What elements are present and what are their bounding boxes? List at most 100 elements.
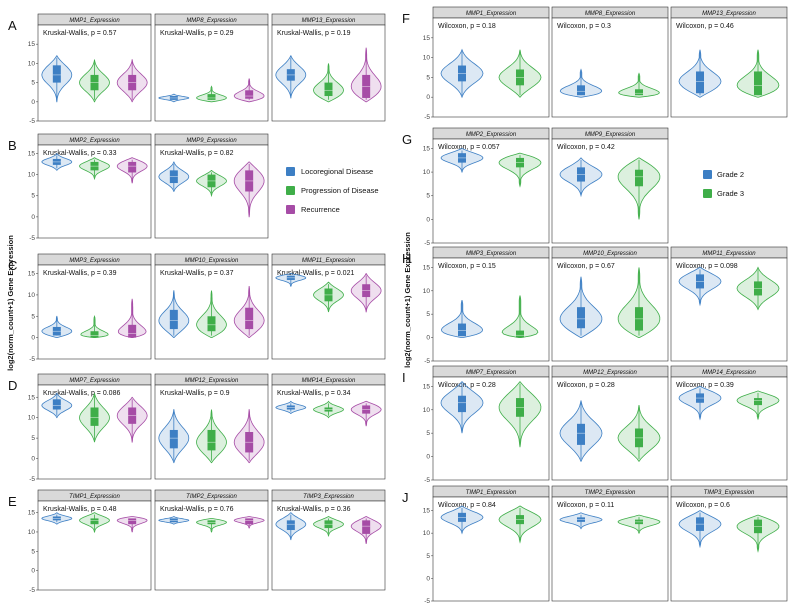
box-iqr: [169, 309, 178, 330]
facet-plot-area: [551, 376, 669, 481]
y-tick-label: 0: [31, 214, 35, 221]
y-tick-label: -5: [29, 356, 35, 363]
facet-title: MMP2_Expression: [69, 138, 120, 144]
facet-title: MMP3_Expression: [69, 258, 120, 264]
panel-e: E-5051015TIMP1_ExpressionKruskal-Wallis,…: [8, 489, 386, 594]
box-iqr: [90, 407, 99, 426]
y-tick-label: -5: [424, 240, 430, 247]
legend-label-recurrence: Recurrence: [301, 205, 340, 214]
box-iqr: [754, 398, 762, 406]
panel-letter: F: [402, 11, 410, 26]
facet-plot-area: [154, 24, 269, 122]
facet-title: MMP13_Expression: [302, 18, 356, 24]
facet-title: TIMP3_Expression: [704, 490, 755, 496]
box-iqr: [128, 518, 137, 525]
y-tick-label: 0: [31, 99, 35, 106]
y-tick-label: 15: [28, 150, 36, 157]
facet-title: MMP8_Expression: [585, 11, 636, 17]
y-tick-label: -5: [29, 476, 35, 483]
y-tick-label: 15: [28, 394, 36, 401]
stat-label: Kruskal-Wallis, p = 0.021: [277, 270, 354, 277]
y-tick-label: 15: [423, 508, 431, 515]
stat-label: Wilcoxon, p = 0.18: [438, 23, 496, 30]
facet-plot-area: [551, 496, 669, 602]
stat-label: Wilcoxon, p = 0.46: [676, 23, 734, 30]
facet-title: MMP13_Expression: [702, 11, 756, 17]
facet-title: MMP11_Expression: [302, 258, 356, 264]
y-tick-label: 5: [426, 553, 430, 560]
stat-label: Kruskal-Wallis, p = 0.57: [43, 30, 117, 37]
facet-title: MMP11_Expression: [702, 251, 756, 257]
panel-letter: B: [8, 138, 17, 153]
y-tick-label: 0: [31, 568, 35, 575]
y-tick-label: 5: [426, 74, 430, 81]
box-iqr: [245, 307, 254, 330]
y-tick-label: 5: [426, 193, 430, 200]
stat-label: Wilcoxon, p = 0.3: [557, 23, 611, 30]
y-tick-label: 5: [31, 313, 35, 320]
facet-title: MMP3_Expression: [466, 251, 517, 257]
panel-letter: G: [402, 132, 412, 147]
y-tick-label: 10: [423, 169, 431, 176]
facet-plot-area: [551, 257, 669, 362]
box-iqr: [635, 169, 643, 187]
box-iqr: [90, 331, 99, 338]
y-tick-label: 15: [28, 510, 36, 517]
y-tick-label: 10: [423, 288, 431, 295]
box-iqr: [458, 395, 466, 413]
facet-title: MMP10_Expression: [583, 251, 637, 257]
box-iqr: [128, 324, 137, 338]
facet-title: MMP9_Expression: [585, 132, 636, 138]
stat-label: Wilcoxon, p = 0.84: [438, 502, 496, 509]
panel-c: C-5051015MMP3_ExpressionKruskal-Wallis, …: [8, 253, 386, 363]
legend-swatch-grade2: [703, 170, 712, 179]
y-tick-label: 10: [28, 529, 36, 536]
box-iqr: [286, 520, 295, 531]
y-tick-label: 5: [31, 80, 35, 87]
box-iqr: [52, 399, 61, 410]
facet-title: MMP1_Expression: [69, 18, 120, 24]
stat-label: Kruskal-Wallis, p = 0.39: [43, 270, 117, 277]
facet-title: MMP12_Expression: [583, 370, 637, 376]
legend-label-grade3: Grade 3: [717, 189, 744, 198]
stat-label: Kruskal-Wallis, p = 0.9: [160, 390, 230, 397]
stat-label: Wilcoxon, p = 0.11: [557, 502, 614, 509]
facet-plot-area: [551, 17, 669, 118]
y-tick-label: 15: [28, 41, 36, 48]
box-iqr: [696, 71, 704, 94]
facet-plot-area: [551, 138, 669, 244]
legend-swatch-locoregional: [286, 167, 295, 176]
facet-plot-area: [670, 17, 788, 118]
panel-letter: C: [8, 258, 17, 273]
y-tick-label: 5: [426, 311, 430, 318]
stat-label: Wilcoxon, p = 0.15: [438, 263, 496, 270]
y-axis-label-left: log2(norm_count+1) Gene Expression: [6, 235, 15, 371]
facet-title: TIMP1_Expression: [69, 494, 120, 500]
facet-plot-area: [271, 384, 386, 480]
legend-label-locoregional: Locoregional Disease: [301, 167, 373, 176]
stat-label: Kruskal-Wallis, p = 0.19: [277, 30, 351, 37]
box-iqr: [169, 429, 178, 449]
panel-letter: D: [8, 378, 17, 393]
y-tick-label: 15: [423, 264, 431, 271]
y-tick-label: -5: [424, 114, 430, 121]
